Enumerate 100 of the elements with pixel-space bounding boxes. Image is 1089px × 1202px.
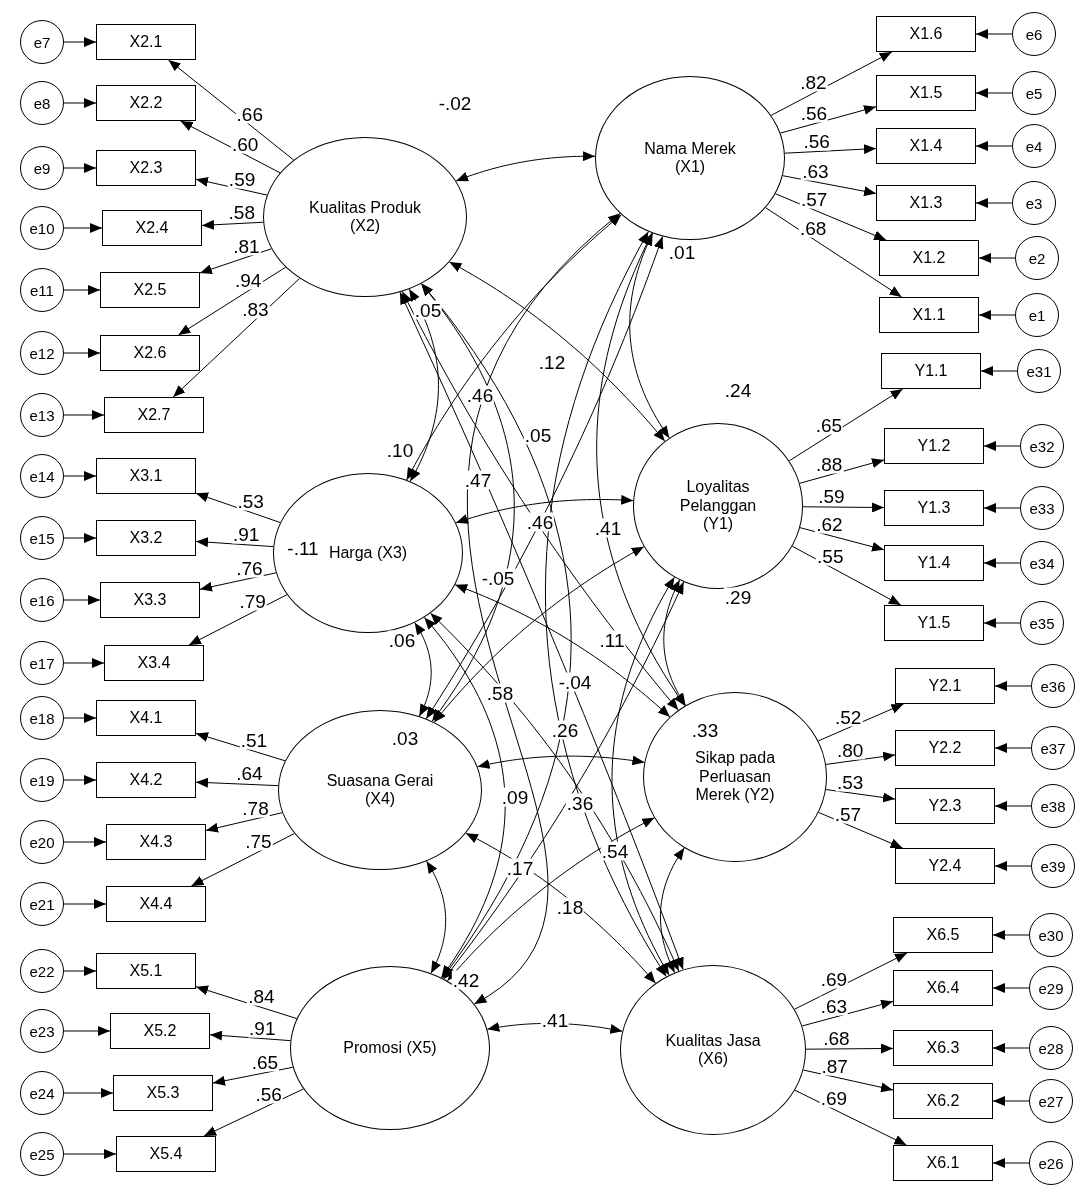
error-term-circle: e30 bbox=[1029, 913, 1073, 957]
coefficient-label: .47 bbox=[463, 470, 493, 490]
arrow bbox=[190, 833, 295, 887]
arrow bbox=[63, 533, 97, 543]
double-headed-arc bbox=[446, 817, 655, 982]
arrow bbox=[63, 966, 97, 976]
error-term-circle: e16 bbox=[20, 578, 64, 622]
indicator-box: X2.2 bbox=[96, 85, 196, 121]
arrow bbox=[992, 1158, 1030, 1168]
error-term-circle: e12 bbox=[20, 331, 64, 375]
coefficient-label: .42 bbox=[451, 970, 481, 990]
double-headed-arc bbox=[660, 847, 685, 974]
arrow bbox=[992, 983, 1030, 993]
arrow bbox=[780, 105, 877, 134]
indicator-box: X5.4 bbox=[116, 1136, 216, 1172]
double-headed-arc bbox=[596, 232, 686, 707]
double-headed-arc bbox=[414, 622, 432, 717]
error-term-circle: e37 bbox=[1031, 726, 1075, 770]
arrow bbox=[994, 681, 1032, 691]
double-headed-arc bbox=[421, 283, 572, 979]
double-headed-arc bbox=[611, 576, 675, 976]
error-term-circle: e33 bbox=[1020, 486, 1064, 530]
double-headed-arc bbox=[629, 232, 670, 439]
error-term-circle: e4 bbox=[1012, 124, 1056, 168]
coefficient-label: .46 bbox=[525, 512, 555, 532]
arrow bbox=[994, 861, 1032, 871]
latent-variable-ellipse: Loyalitas Pelanggan (Y1) bbox=[633, 423, 803, 589]
indicator-box: Y1.3 bbox=[884, 490, 984, 526]
arrow bbox=[201, 219, 264, 230]
indicator-box: X1.2 bbox=[879, 240, 979, 276]
indicator-box: Y1.2 bbox=[884, 428, 984, 464]
error-term-circle: e27 bbox=[1029, 1079, 1073, 1123]
double-headed-arc bbox=[408, 288, 439, 482]
arrow bbox=[63, 37, 97, 47]
error-term-circle: e19 bbox=[20, 758, 64, 802]
arrow bbox=[205, 812, 283, 833]
arrow bbox=[794, 952, 908, 1010]
arrow bbox=[799, 458, 885, 484]
arrow bbox=[63, 595, 101, 605]
arrow bbox=[817, 703, 904, 742]
arrow bbox=[825, 789, 896, 803]
indicator-box: X5.3 bbox=[113, 1075, 213, 1111]
double-headed-arc bbox=[401, 290, 679, 711]
coefficient-label: -.04 bbox=[557, 672, 593, 692]
latent-variable-ellipse: Kualitas Produk (X2) bbox=[263, 137, 467, 297]
arrow bbox=[992, 1043, 1030, 1053]
arrow bbox=[992, 930, 1030, 940]
arrow bbox=[825, 751, 896, 765]
arrow bbox=[791, 545, 902, 606]
double-headed-arc bbox=[663, 579, 687, 706]
indicator-box: X6.5 bbox=[893, 917, 993, 953]
double-headed-arc bbox=[420, 283, 515, 722]
indicator-box: X4.3 bbox=[106, 824, 206, 860]
error-term-circle: e21 bbox=[20, 882, 64, 926]
indicator-box: X3.1 bbox=[96, 458, 196, 494]
indicator-box: X6.2 bbox=[893, 1083, 993, 1119]
error-term-circle: e10 bbox=[20, 206, 64, 250]
arrow bbox=[802, 502, 885, 513]
coefficient-label: .17 bbox=[505, 858, 535, 878]
error-term-circle: e1 bbox=[1015, 293, 1059, 337]
arrow bbox=[63, 658, 105, 668]
indicator-box: Y1.4 bbox=[884, 545, 984, 581]
double-headed-arc bbox=[433, 546, 645, 723]
coefficient-label: .18 bbox=[555, 897, 585, 917]
indicator-box: X3.2 bbox=[96, 520, 196, 556]
arrow bbox=[63, 163, 97, 173]
coefficient-label: .26 bbox=[550, 720, 580, 740]
coefficient-label: .11 bbox=[598, 630, 626, 650]
indicator-box: X2.5 bbox=[100, 272, 200, 308]
coefficient-label: .05 bbox=[413, 300, 443, 320]
arrow bbox=[765, 207, 903, 298]
latent-variable-ellipse: Kualitas Jasa (X6) bbox=[620, 965, 806, 1135]
error-term-circle: e7 bbox=[20, 20, 64, 64]
error-term-circle: e18 bbox=[20, 696, 64, 740]
arrow bbox=[177, 266, 287, 336]
arrow bbox=[195, 492, 281, 524]
arrow bbox=[212, 1066, 294, 1086]
error-term-circle: e17 bbox=[20, 641, 64, 685]
error-term-circle: e24 bbox=[20, 1071, 64, 1115]
indicator-box: X2.4 bbox=[102, 210, 202, 246]
error-term-circle: e31 bbox=[1017, 349, 1061, 393]
arrow bbox=[782, 175, 877, 197]
coefficient-label: .06 bbox=[387, 630, 417, 650]
arrow bbox=[994, 743, 1032, 753]
arrow bbox=[168, 59, 295, 161]
double-headed-arc bbox=[544, 231, 667, 977]
arrow bbox=[992, 1096, 1030, 1106]
arrow bbox=[195, 985, 298, 1020]
indicator-box: Y2.3 bbox=[895, 788, 995, 824]
double-headed-arc bbox=[399, 291, 684, 970]
indicator-box: X5.1 bbox=[96, 953, 196, 989]
arrow bbox=[980, 366, 1018, 376]
indicator-box: X6.1 bbox=[893, 1145, 993, 1181]
coefficient-label: .54 bbox=[600, 841, 630, 861]
double-headed-arc bbox=[406, 214, 622, 481]
arrow bbox=[63, 899, 107, 909]
arrow bbox=[63, 1149, 117, 1159]
arrow bbox=[983, 618, 1021, 628]
arrow bbox=[195, 537, 274, 548]
error-term-circle: e6 bbox=[1012, 12, 1056, 56]
